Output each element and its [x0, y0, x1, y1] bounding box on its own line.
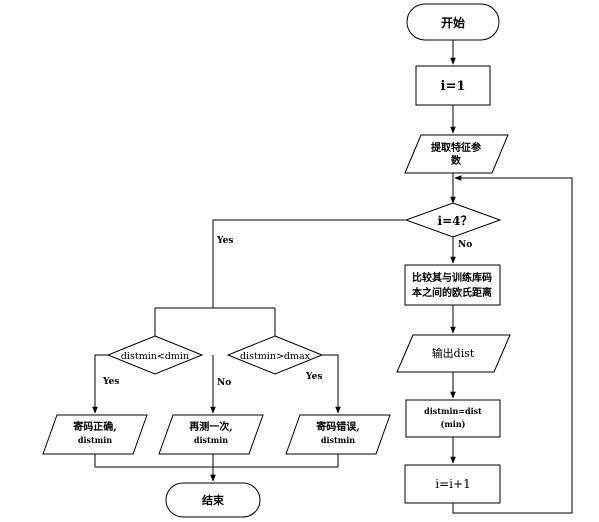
distmin-label-1: distmin=dist — [424, 406, 482, 416]
decision-dmax-label: distmin>dmax — [240, 351, 311, 362]
start-label: 开始 — [441, 15, 465, 30]
result-again-label-2: distmin — [194, 435, 228, 445]
result-wrong-io — [285, 414, 391, 455]
end-label: 结束 — [201, 493, 225, 507]
edge-yes-branch — [212, 219, 405, 308]
extract-label-2: 数 — [451, 154, 462, 167]
decision-i4-label: i=4？ — [438, 214, 473, 228]
compare-label-1: 比较其与训练库码 — [412, 271, 492, 284]
decision-dmin-label: distmin<dmin — [121, 351, 189, 362]
result-wrong-label-2: distmin — [321, 435, 355, 445]
edge-dmax-yes — [320, 354, 341, 414]
extract-io — [404, 134, 509, 174]
output-label: 输出dist — [432, 346, 475, 360]
result-again-io — [158, 414, 264, 455]
init-process — [415, 65, 491, 106]
yes-label-main: Yes — [216, 236, 233, 246]
start-node — [406, 3, 500, 41]
result-correct-label-2: distmin — [78, 435, 112, 445]
distmin-label-2: (min) — [441, 419, 466, 429]
result-wrong-label-1: 寄码错误, — [316, 420, 359, 433]
result-again-label-1: 再测一次, — [189, 420, 232, 433]
edge-dmin-yes — [92, 354, 110, 414]
compare-label-2: 本之间的欧氏距离 — [412, 286, 492, 299]
no-label-main: No — [458, 240, 472, 250]
decision-dmin — [106, 335, 204, 375]
edge-loop-back — [452, 175, 573, 514]
no-label-mid: No — [217, 378, 231, 388]
yes-label-dmin: Yes — [102, 377, 119, 387]
distmin-process — [405, 399, 501, 438]
init-label: i=1 — [441, 79, 466, 94]
increment-label: i=i+1 — [435, 477, 470, 491]
yes-label-dmax: Yes — [305, 372, 322, 382]
result-correct-label-1: 寄码正确, — [73, 420, 116, 433]
decision-dmax — [226, 335, 324, 375]
compare-process — [404, 264, 501, 306]
extract-label-1: 提取特征参 — [431, 141, 481, 154]
end-node — [165, 482, 261, 518]
increment-process — [404, 464, 501, 504]
decision-i4 — [404, 202, 502, 238]
output-io — [396, 334, 511, 373]
result-correct-io — [42, 414, 148, 455]
